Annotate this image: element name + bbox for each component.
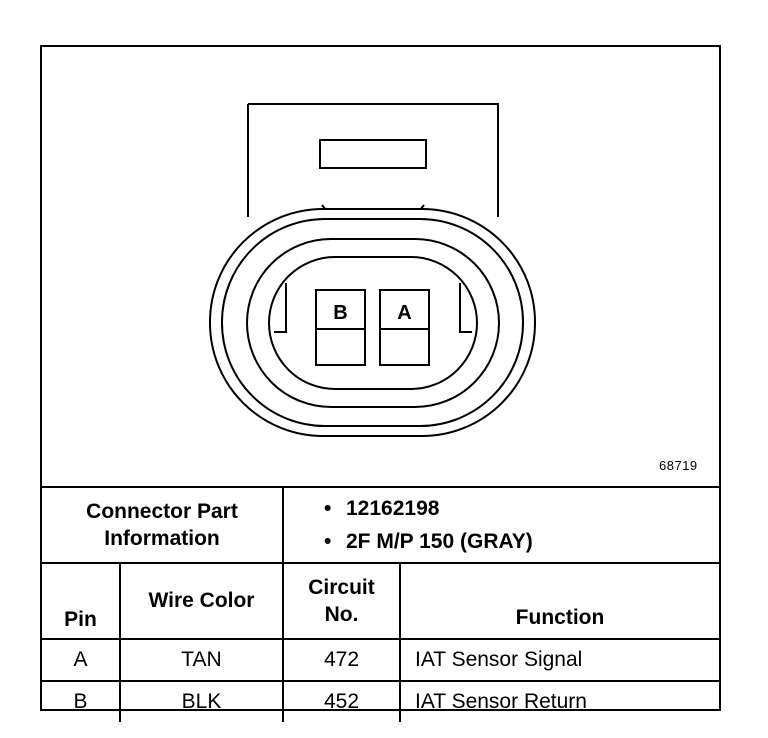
header-function: Function — [398, 562, 720, 640]
connector-table: Connector Part Information •12162198 •2F… — [42, 486, 720, 722]
diagram-frame: B A 68719 Connector Part Information •12… — [40, 45, 721, 722]
row-a-function: IAT Sensor Signal — [398, 638, 720, 682]
part-info-label-line2: Information — [104, 527, 220, 550]
header-wire-color: Wire Color — [119, 562, 284, 640]
connector-drawing: B A — [209, 103, 536, 437]
cavity-a: A — [379, 289, 430, 366]
part-info-label-line1: Connector Part — [86, 500, 238, 523]
connector-key-left — [274, 283, 287, 333]
part-number: •12162198 — [324, 497, 440, 520]
part-description: •2F M/P 150 (GRAY) — [324, 530, 533, 553]
part-info-values: •12162198 •2F M/P 150 (GRAY) — [281, 486, 720, 564]
part-info-label: Connector Part Information — [42, 486, 284, 564]
connector-lock-tab — [319, 139, 427, 169]
row-b-wire-color: BLK — [119, 680, 284, 722]
cavity-b: B — [315, 289, 366, 366]
row-a-circuit: 472 — [282, 638, 401, 682]
connector-outer-shell — [209, 208, 536, 437]
header-pin: Pin — [42, 562, 121, 640]
figure-id: 68719 — [659, 458, 698, 473]
table-row: B BLK 452 IAT Sensor Return — [42, 680, 720, 722]
row-b-function: IAT Sensor Return — [398, 680, 720, 722]
connector-face — [268, 256, 478, 390]
row-a-wire-color: TAN — [119, 638, 284, 682]
cavity-b-label: B — [333, 302, 347, 324]
row-b-circuit: 452 — [282, 680, 401, 722]
row-b-pin: B — [42, 680, 121, 722]
part-info-row: Connector Part Information •12162198 •2F… — [42, 486, 720, 564]
row-a-pin: A — [42, 638, 121, 682]
connector-shell-ring — [221, 218, 524, 427]
table-row: A TAN 472 IAT Sensor Signal — [42, 638, 720, 682]
connector-key-right — [459, 283, 472, 333]
connector-latch-housing — [247, 103, 499, 217]
connector-inner-ring — [246, 238, 500, 408]
cavity-a-label: A — [397, 302, 411, 324]
